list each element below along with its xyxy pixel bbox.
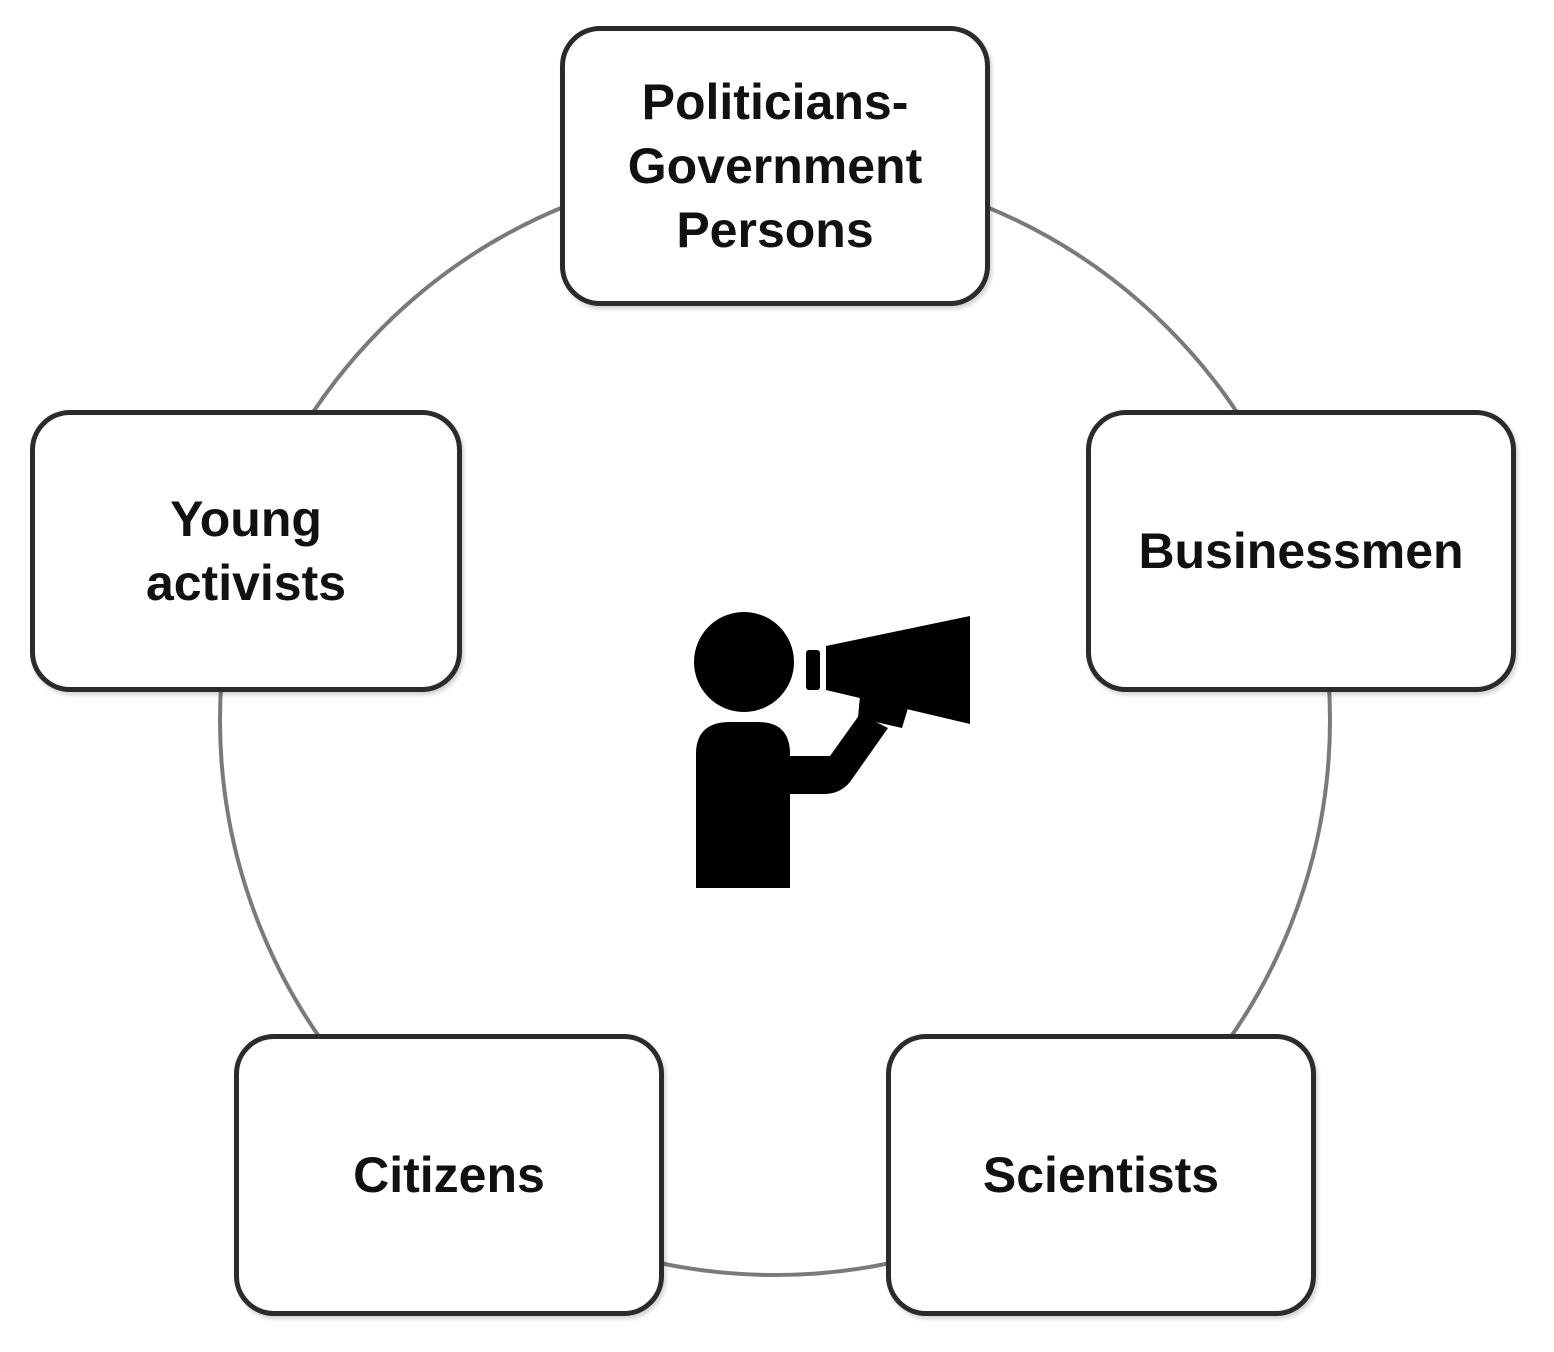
person-head bbox=[694, 612, 794, 712]
node-scientists: Scientists bbox=[886, 1034, 1316, 1316]
node-label-politicians: Politicians- Government Persons bbox=[627, 74, 923, 258]
node-label-businessmen: Businessmen bbox=[1138, 523, 1464, 579]
node-label-scientists: Scientists bbox=[982, 1147, 1220, 1203]
node-label-young-activists: Young activists bbox=[145, 491, 347, 611]
person-body bbox=[696, 714, 888, 888]
node-citizens: Citizens bbox=[234, 1034, 664, 1316]
node-politicians: Politicians- Government Persons bbox=[560, 26, 990, 306]
node-label-citizens: Citizens bbox=[353, 1147, 545, 1203]
person-megaphone-icon bbox=[694, 612, 970, 888]
megaphone-handle bbox=[858, 696, 908, 728]
megaphone-mouthpiece bbox=[806, 650, 820, 690]
node-young-activists: Young activists bbox=[30, 410, 462, 692]
node-businessmen: Businessmen bbox=[1086, 410, 1516, 692]
